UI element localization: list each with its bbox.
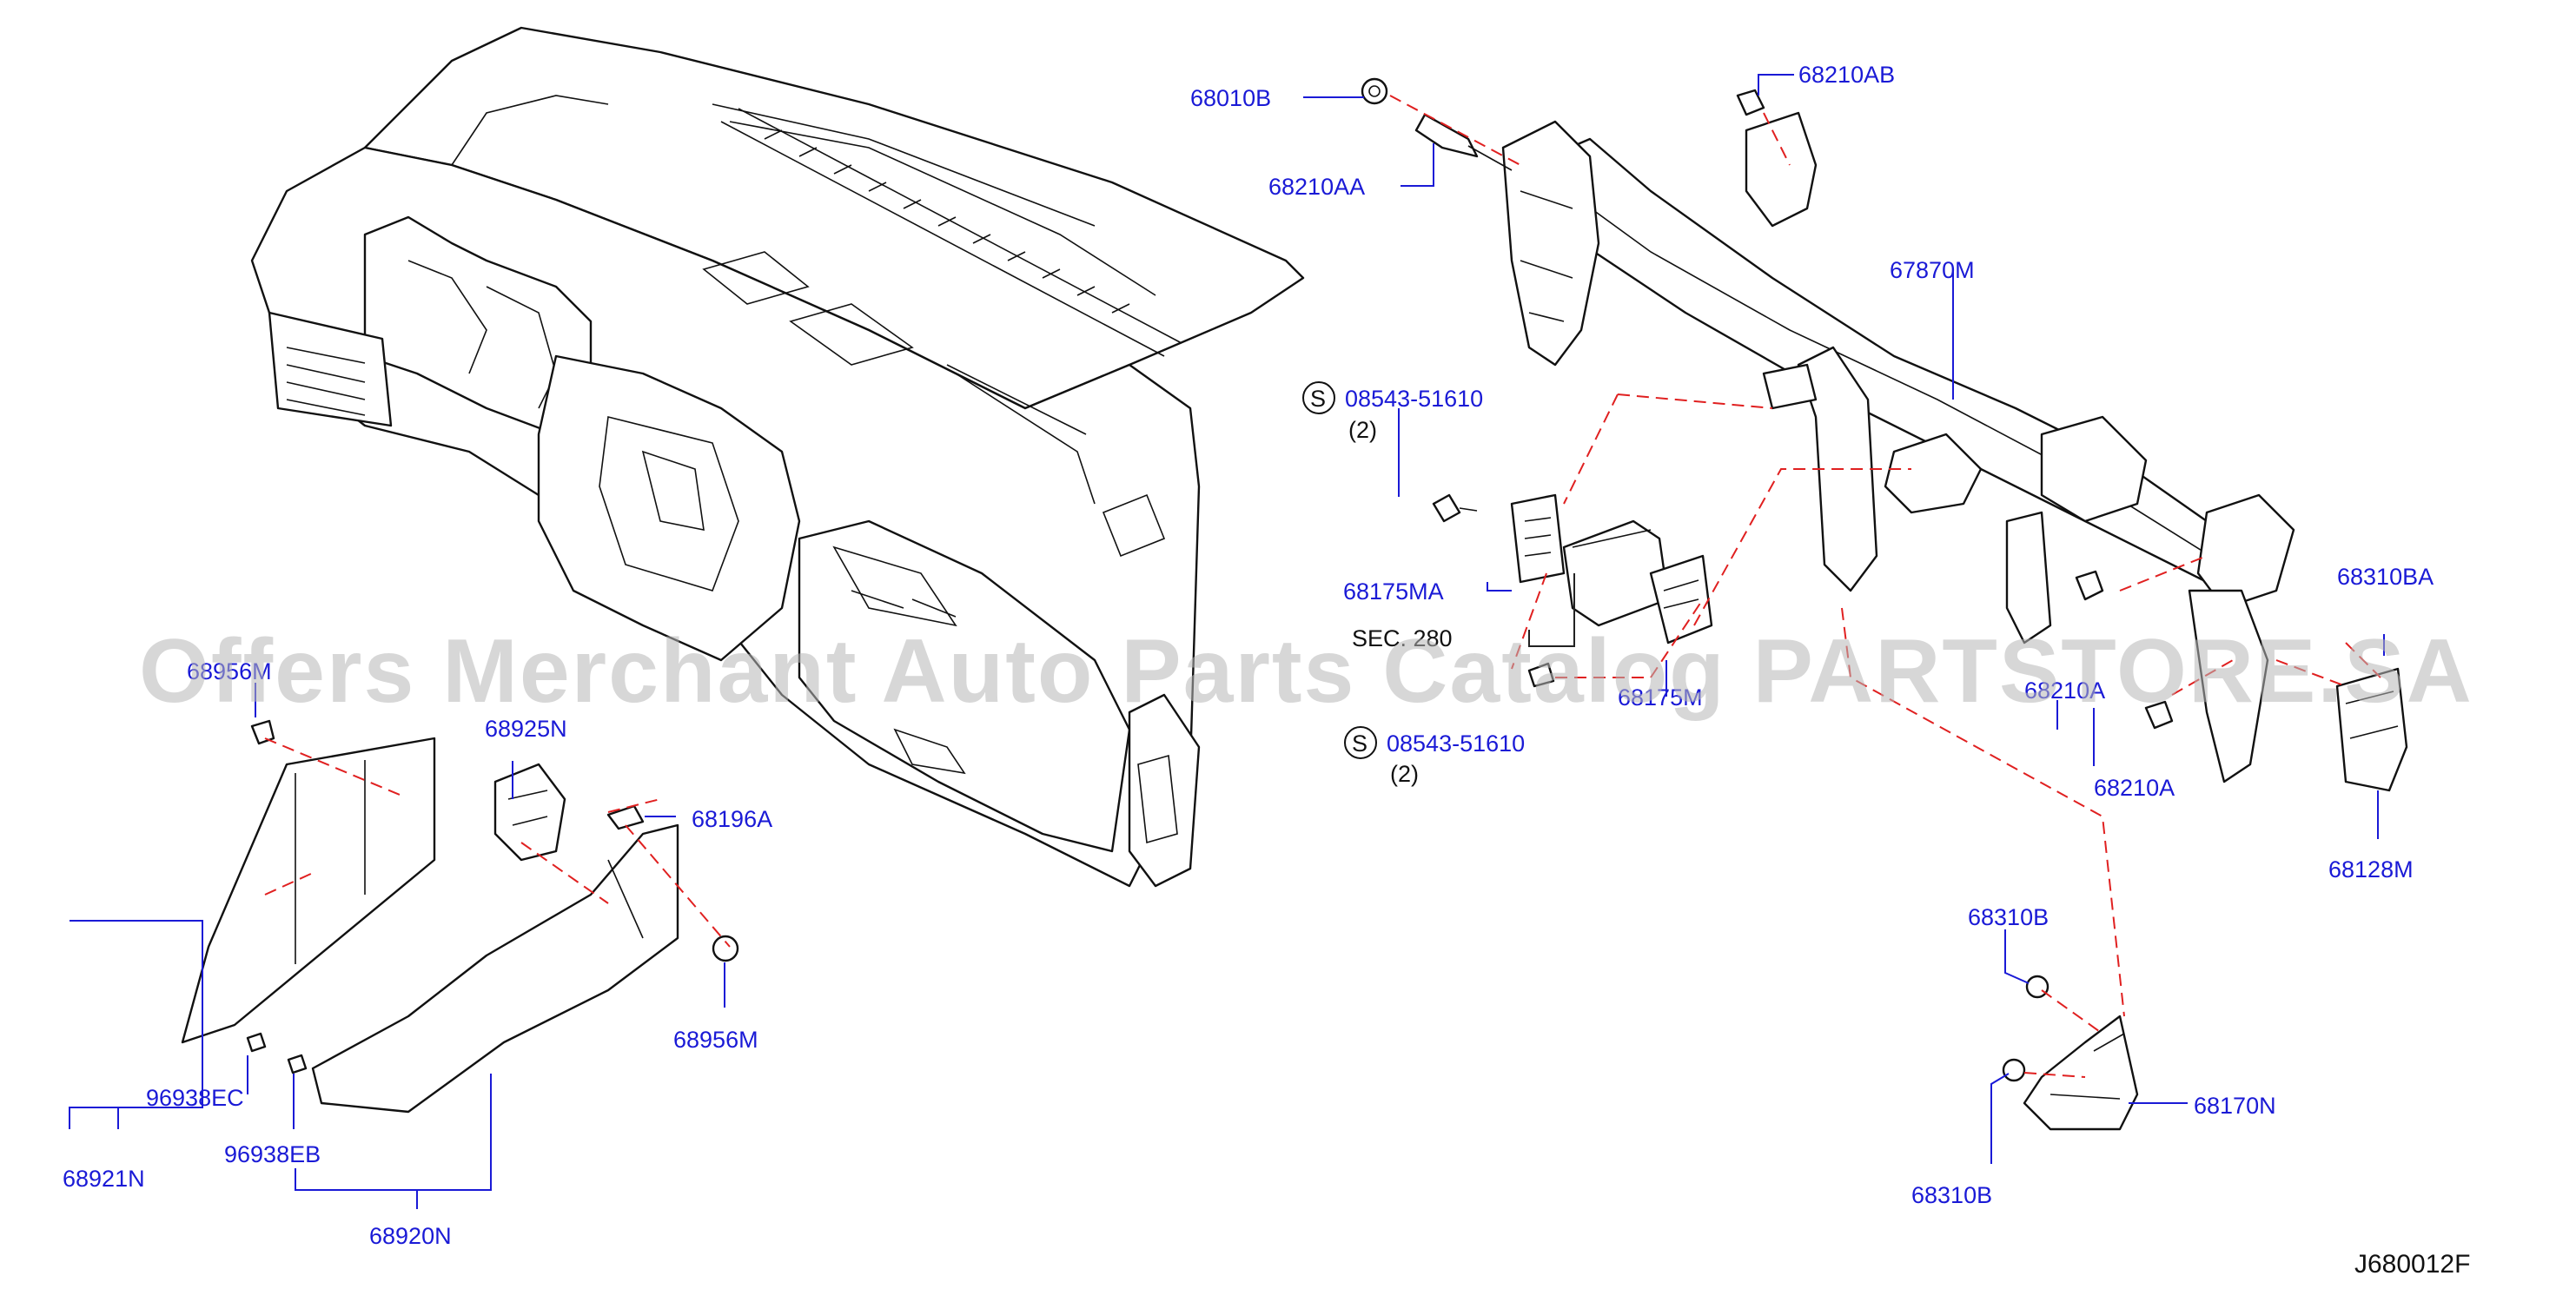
assembly-lines	[264, 95, 2381, 1078]
callout-68310b-upper: 68310B	[1968, 904, 2049, 930]
section-reference: SEC. 280	[1352, 625, 1453, 651]
callout-68210a-upper: 68210A	[2024, 678, 2105, 704]
left-vent	[268, 311, 393, 427]
screw-symbol-circle	[1302, 381, 1335, 414]
callout-68170n: 68170N	[2194, 1093, 2276, 1119]
callout-96938ec: 96938EC	[146, 1085, 244, 1111]
callout-08543-upper: S 08543-51610 (2)	[1302, 381, 1483, 443]
callout-qty-a: (2)	[1348, 417, 1377, 443]
bracket-68170n	[2002, 975, 2139, 1131]
callout-68128m: 68128M	[2328, 856, 2414, 882]
callout-08543-51610-a: 08543-51610	[1345, 386, 1483, 412]
fasteners-top	[1361, 77, 2174, 730]
callout-68920n: 68920N	[369, 1223, 452, 1249]
callout-68956m-upper: 68956M	[187, 658, 272, 684]
callout-68921n: 68921N	[63, 1166, 145, 1192]
screw-symbol: S	[1310, 386, 1326, 412]
callout-qty-b: (2)	[1390, 761, 1419, 787]
callout-68210ab: 68210AB	[1798, 62, 1895, 88]
callout-68210a-lower: 68210A	[2094, 775, 2175, 801]
drawing-code: J680012F	[2354, 1250, 2470, 1279]
steering-member-assembly	[1501, 111, 2295, 783]
callout-68310b-lower: 68310B	[1911, 1182, 1992, 1208]
screw-symbol-b: S	[1352, 730, 1367, 757]
glove-box	[798, 519, 1131, 853]
lower-cover-left	[181, 719, 436, 1044]
callout-68175m: 68175M	[1618, 684, 1703, 711]
defroster-grille	[720, 108, 1182, 357]
instrument-panel-assembly	[250, 26, 1305, 888]
ecu-brackets	[1510, 493, 1713, 688]
bracket-68128m	[2335, 667, 2408, 792]
callout-68956m-lower: 68956M	[673, 1027, 758, 1053]
callout-68310ba: 68310BA	[2337, 564, 2434, 590]
callout-08543-lower: S 08543-51610 (2)	[1344, 726, 1525, 787]
callout-08543-51610-b: 08543-51610	[1387, 730, 1525, 757]
callout-96938eb: 96938EB	[224, 1141, 321, 1167]
screw-symbol-circle-b	[1344, 726, 1377, 759]
callout-68175ma: 68175MA	[1343, 578, 1444, 605]
callout-68010b: 68010B	[1190, 85, 1271, 111]
callout-67870m: 67870M	[1890, 257, 1975, 283]
callout-68196a: 68196A	[692, 806, 772, 832]
callout-68210aa: 68210AA	[1268, 174, 1365, 200]
watermark: Offers Merchant Auto Parts Catalog PARTS…	[139, 621, 2473, 722]
callout-68925n: 68925N	[485, 716, 567, 742]
callout-labels: 68010B 68210AB 68210AA 67870M S 08543-51…	[63, 62, 2470, 1279]
leaders	[69, 74, 2385, 1209]
